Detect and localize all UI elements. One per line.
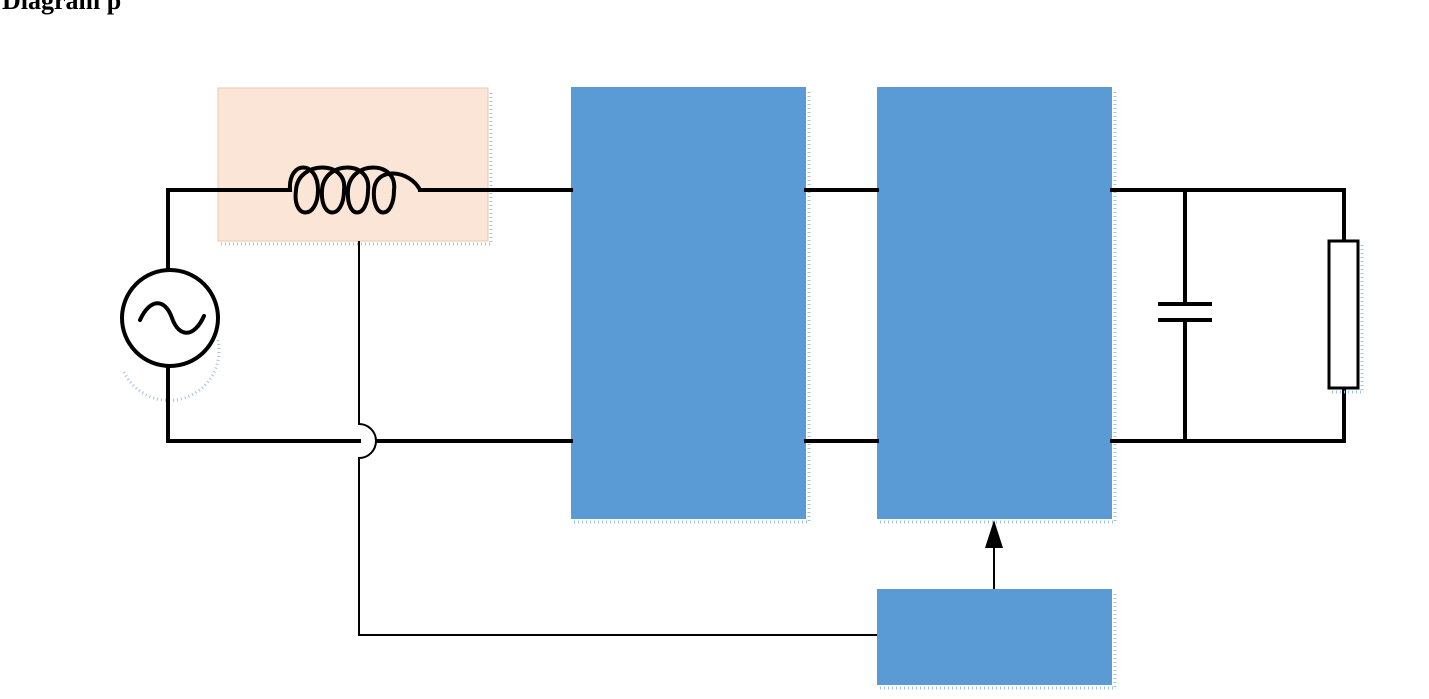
- controller-block: [877, 589, 1117, 690]
- capacitor-icon: [1158, 188, 1212, 443]
- current-sensor: [217, 87, 493, 246]
- wire-bottom-left: [166, 364, 361, 443]
- resistor-icon: [1327, 239, 1364, 394]
- current-sensor-box: [217, 87, 489, 242]
- diagram-caption-fragment: Diagram p: [2, 0, 122, 15]
- inductor-coil-icon: [260, 165, 442, 215]
- wire-output-top: [1110, 188, 1346, 243]
- current-sensor-shadow: [221, 91, 493, 246]
- ac-source-icon: [120, 268, 221, 402]
- control-arrow: [985, 520, 1003, 589]
- sensor-signal-line: [358, 241, 877, 636]
- converter-block: [877, 87, 1117, 524]
- rectifier-block: [571, 87, 811, 524]
- wire-output-bottom: [1110, 386, 1346, 443]
